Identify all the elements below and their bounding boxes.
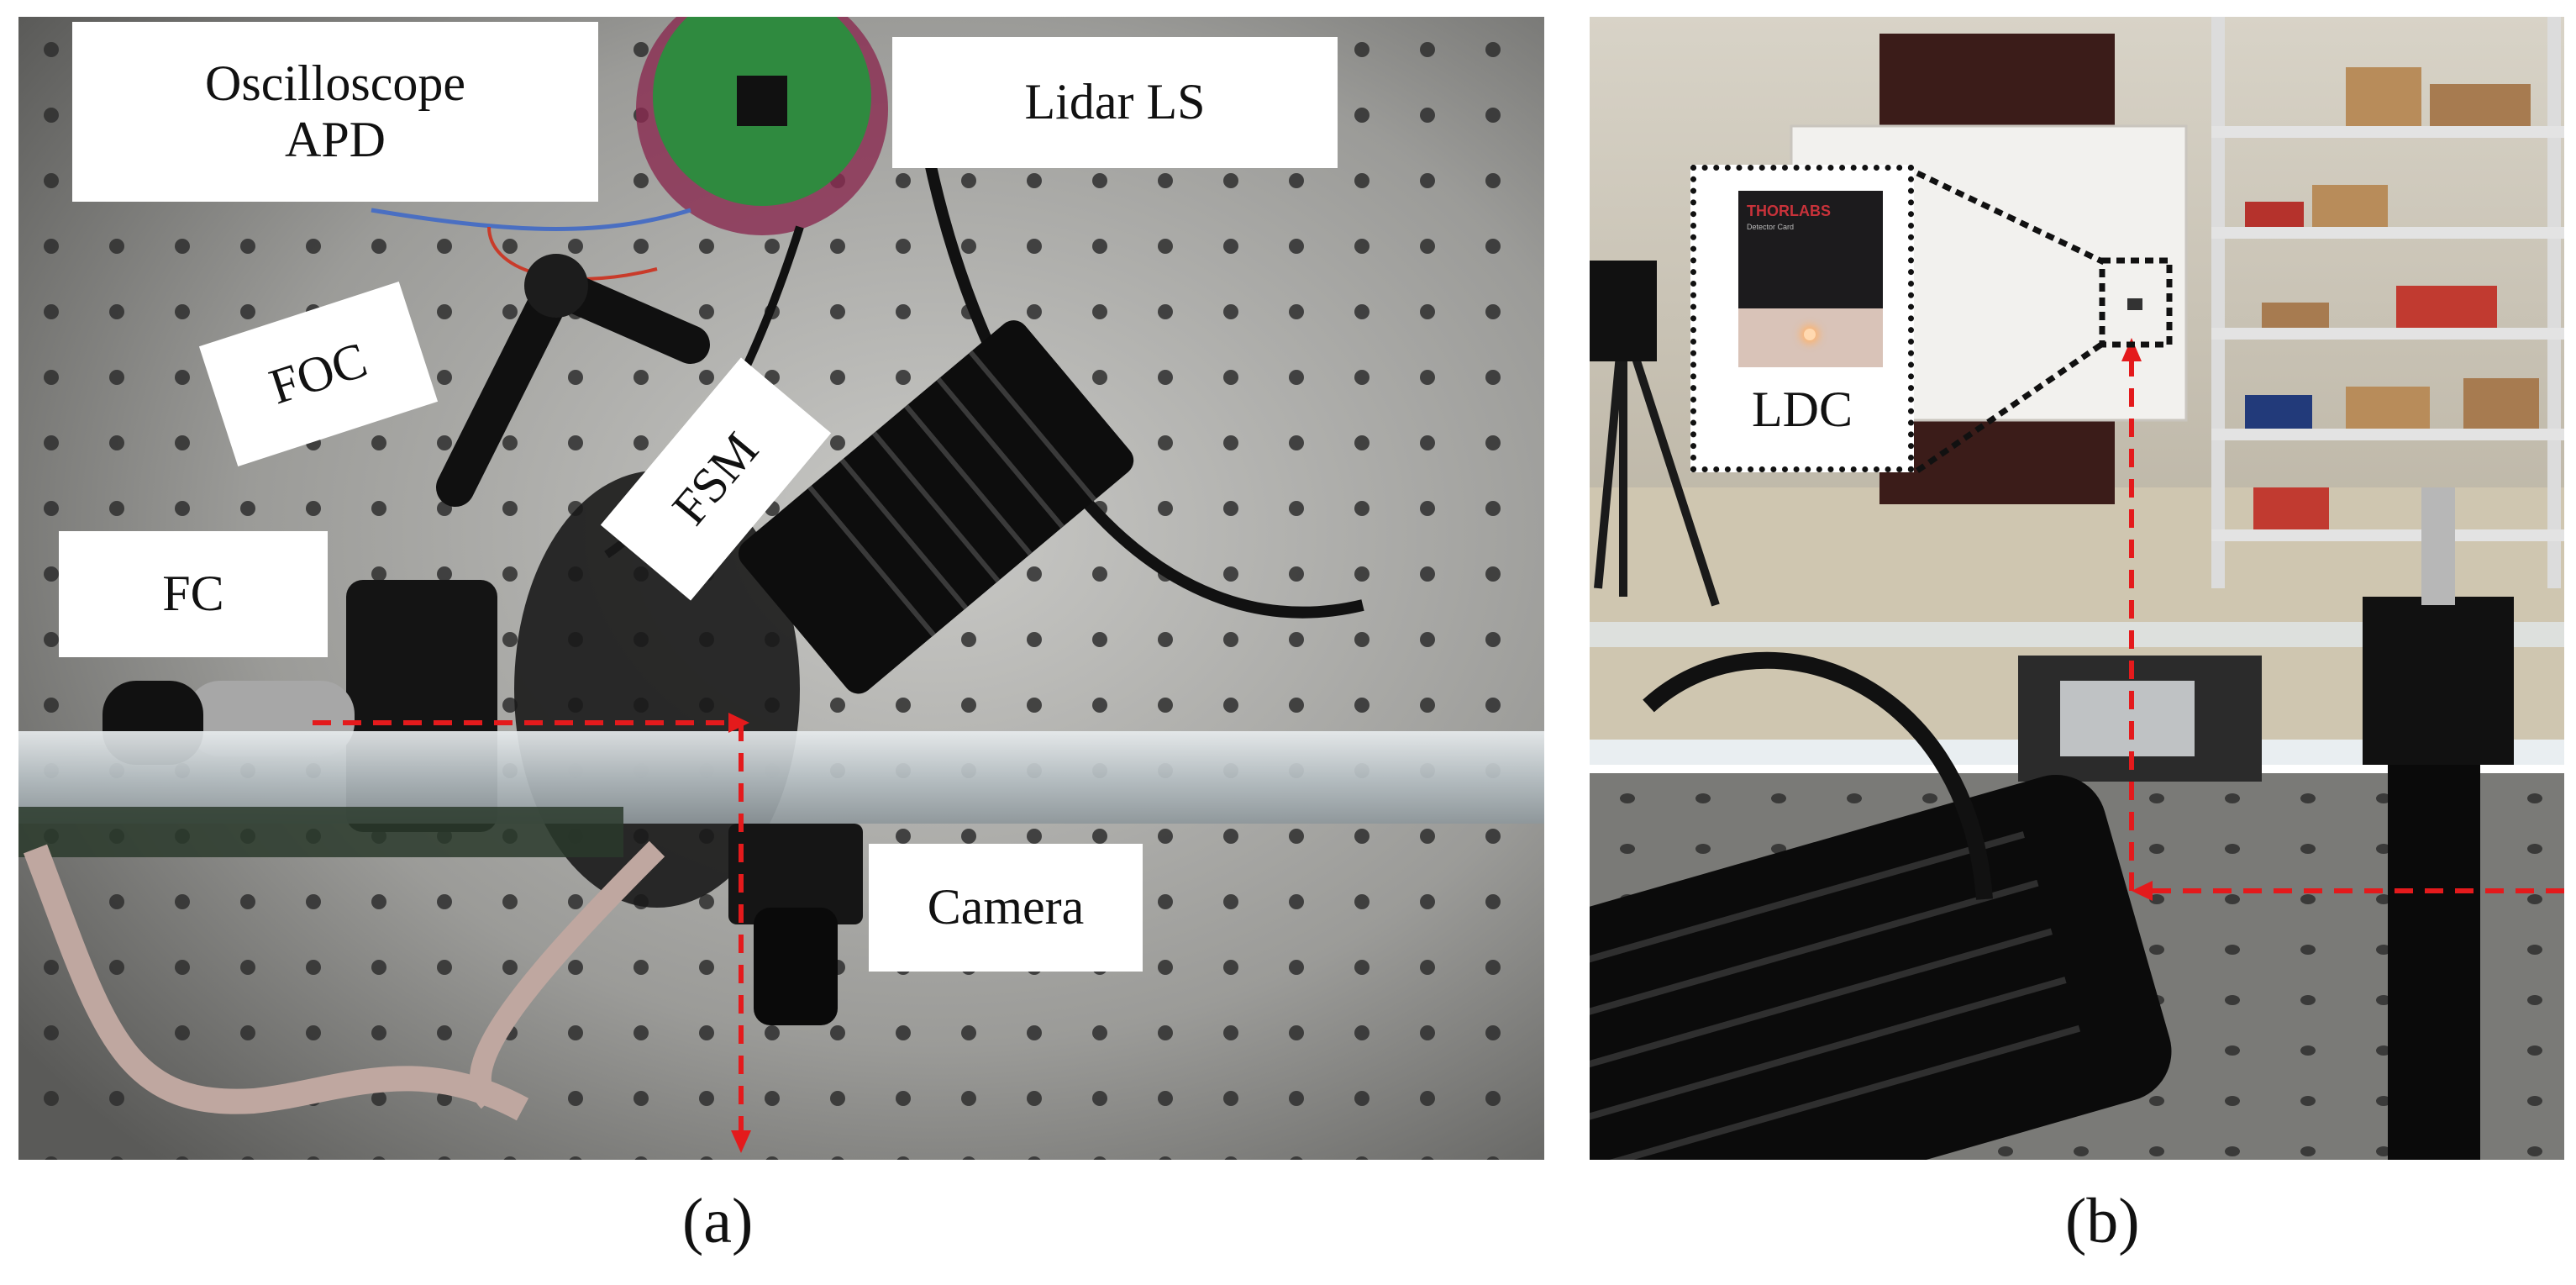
ribbon-cable [23, 844, 529, 1121]
post-screw [2421, 487, 2455, 605]
pcb-chip [737, 76, 787, 126]
label-oscilloscope-line2: APD [284, 112, 386, 167]
beam-arrow-down [731, 1130, 751, 1153]
lidar-source [739, 320, 1134, 694]
shelf [2211, 17, 2564, 588]
ldc-inset: THORLABS Detector Card LDC [1690, 165, 1914, 472]
caption-a: (a) [682, 1186, 754, 1256]
caption-b: (b) [2065, 1186, 2140, 1256]
panel-a-photo: Oscilloscope APD Lidar LS FOC FSM FC Cam… [18, 17, 1544, 1160]
label-camera: Camera [869, 844, 1143, 972]
label-oscilloscope-apd: Oscilloscope APD [72, 22, 598, 202]
ribbon-cable-2 [469, 840, 665, 1109]
mirror-mount-plate [2060, 681, 2195, 756]
post [2388, 765, 2480, 1160]
laser-spot [1804, 329, 1816, 340]
panel-b-photo: THORLABS Detector Card LDC [1590, 17, 2564, 1160]
detector-card: THORLABS Detector Card [1738, 191, 1883, 367]
camera-lens [754, 908, 838, 1025]
zoom-target-box [2099, 257, 2173, 348]
lidar-foreground [1590, 774, 2172, 1160]
beam-arrow-left [2132, 881, 2153, 901]
zoom-leader-top [1916, 170, 2105, 266]
cable-blue [371, 208, 691, 231]
label-lidar-ls: Lidar LS [892, 37, 1338, 168]
label-ldc: LDC [1752, 382, 1853, 437]
detector-card-small [2127, 298, 2142, 310]
label-oscilloscope-line1: Oscilloscope [205, 55, 465, 111]
tripod [1594, 318, 1720, 607]
cable-b [1643, 651, 1993, 900]
card-subtitle: Detector Card [1747, 223, 1795, 231]
arm-joint [524, 254, 588, 318]
beam-arrow-up [2121, 338, 2142, 361]
optical-table-scene [18, 17, 1544, 1160]
tripod-head [1590, 261, 1657, 361]
card-brand: THORLABS [1747, 203, 1831, 219]
room-scene [1590, 17, 2564, 1160]
label-fc: FC [59, 531, 328, 657]
sensor-board [18, 807, 623, 857]
zoom-leader-bottom [1916, 340, 2105, 473]
camera-body [728, 824, 863, 924]
post-holder [2363, 597, 2514, 765]
